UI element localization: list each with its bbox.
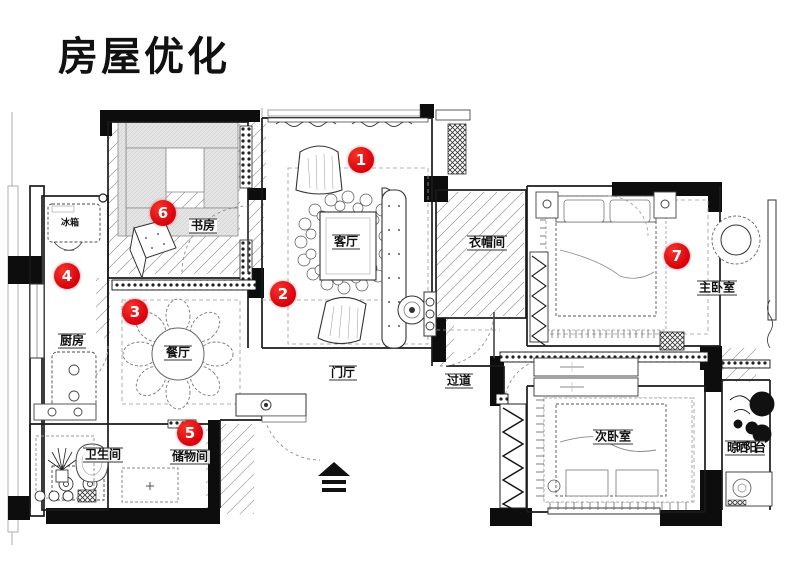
room-label-entry-hall: 门厅 bbox=[328, 365, 358, 381]
textured-partitions bbox=[111, 279, 771, 405]
marker-6[interactable]: 6 bbox=[150, 200, 176, 226]
page-title: 房屋优化 bbox=[58, 34, 230, 79]
second-bedroom-furniture bbox=[499, 397, 693, 515]
study-shelving bbox=[117, 119, 239, 237]
room-label-kitchen: 厨房 bbox=[57, 333, 87, 349]
room-label-corridor: 过道 bbox=[444, 373, 474, 389]
room-label-living-room: 客厅 bbox=[331, 234, 361, 250]
marker-5[interactable]: 5 bbox=[177, 420, 203, 446]
balcony-items bbox=[725, 299, 775, 507]
marker-7[interactable]: 7 bbox=[664, 243, 690, 269]
structural-walls bbox=[8, 104, 722, 526]
dining-table bbox=[122, 298, 234, 410]
plan-geometry bbox=[7, 104, 777, 545]
room-label-second-bedroom: 次卧室 bbox=[592, 429, 634, 445]
bath-counter bbox=[33, 403, 97, 421]
room-label-study: 书房 bbox=[188, 218, 218, 234]
kitchen-fixtures bbox=[47, 193, 108, 501]
entry-console bbox=[235, 393, 307, 423]
master-bedroom-furniture bbox=[529, 191, 761, 351]
label-refrigerator: 冰箱 bbox=[60, 217, 80, 228]
room-label-storage-room: 储物间 bbox=[169, 449, 211, 465]
marker-2[interactable]: 2 bbox=[270, 281, 296, 307]
marker-4[interactable]: 4 bbox=[54, 263, 80, 289]
room-label-dining-room: 餐厅 bbox=[163, 345, 193, 361]
entrance-direction-arrow bbox=[318, 462, 350, 492]
room-label-bathroom: 卫生间 bbox=[82, 447, 124, 463]
living-room-furniture bbox=[294, 145, 437, 349]
marker-3[interactable]: 3 bbox=[122, 299, 148, 325]
marker-1[interactable]: 1 bbox=[348, 147, 374, 173]
corridor-cabinets bbox=[533, 357, 639, 397]
room-label-drying-balcony: 晾晒阳台 bbox=[724, 440, 766, 456]
room-label-cloakroom: 衣帽间 bbox=[466, 235, 508, 251]
windows bbox=[29, 117, 777, 515]
room-label-master-bedroom: 主卧室 bbox=[696, 280, 738, 296]
